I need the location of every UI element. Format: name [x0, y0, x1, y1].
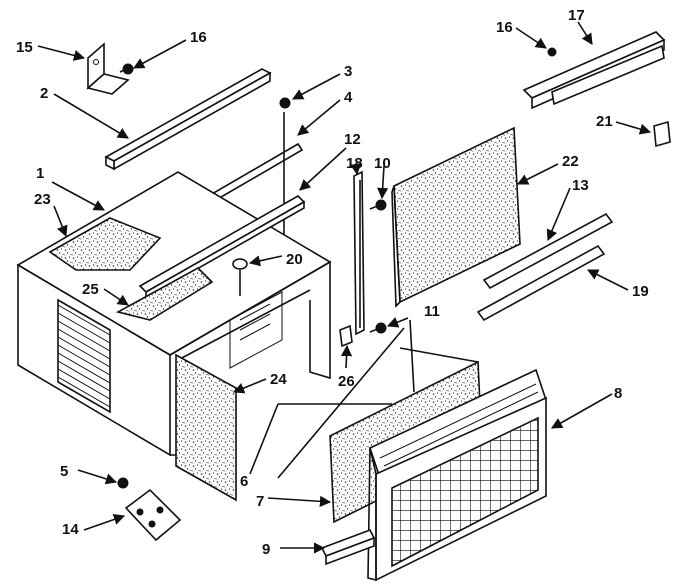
callout-6: 6 [240, 473, 248, 490]
leader-lines [37, 21, 652, 554]
callout-20: 20 [286, 251, 303, 268]
part-14-bracket [124, 488, 182, 542]
callout-17: 17 [568, 7, 585, 24]
callout-19: 19 [632, 283, 649, 300]
part-15-bracket [86, 42, 130, 95]
part-20-clip [232, 258, 248, 296]
part-24-side-panel [175, 353, 237, 502]
part-18-channel [353, 170, 365, 336]
callout-13: 13 [572, 177, 589, 194]
callout-2: 2 [40, 85, 48, 102]
part-8-grille [367, 368, 547, 582]
part-11-screw [369, 322, 387, 334]
part-13-rod [482, 212, 614, 290]
callout-15: 15 [16, 39, 33, 56]
callout-22: 22 [562, 153, 579, 170]
cabinet-louvers [57, 298, 111, 414]
part-17-rail [522, 31, 666, 110]
callout-5: 5 [60, 463, 68, 480]
callout-8: 8 [614, 385, 622, 402]
callout-12: 12 [344, 131, 361, 148]
callout-9: 9 [262, 541, 270, 558]
part-10-screw [369, 199, 387, 211]
callout-24: 24 [270, 371, 287, 388]
callout-10: 10 [374, 155, 391, 172]
callout-3: 3 [344, 63, 352, 80]
part-9-rail [320, 528, 376, 566]
callout-18: 18 [346, 155, 363, 172]
callout-labels: 15 16 2 3 4 12 1 23 18 10 20 25 11 26 24… [16, 7, 649, 558]
callout-4: 4 [344, 89, 353, 106]
callout-23: 23 [34, 191, 51, 208]
callout-21: 21 [596, 113, 613, 130]
part-25-insulation [115, 267, 214, 321]
callout-25: 25 [82, 281, 99, 298]
part-1-cabinet [16, 171, 332, 457]
part-26-clip [339, 324, 353, 348]
part-19-rod [476, 244, 606, 322]
callout-26: 26 [338, 373, 355, 390]
callout-7: 7 [256, 493, 264, 510]
part-5-screw [117, 477, 129, 489]
callout-14: 14 [62, 521, 79, 538]
part-22-filter [391, 126, 521, 308]
part-3-nut [279, 97, 291, 109]
part-16-screw-left [119, 63, 134, 75]
part-2-rail [104, 68, 272, 171]
callout-11: 11 [424, 303, 440, 320]
callout-16-left: 16 [190, 29, 207, 46]
part-23-insulation [48, 217, 162, 271]
part-16-screw-right [547, 47, 557, 57]
callout-1: 1 [36, 165, 44, 182]
part-21-clip [653, 120, 671, 148]
callout-16-right: 16 [496, 19, 513, 36]
